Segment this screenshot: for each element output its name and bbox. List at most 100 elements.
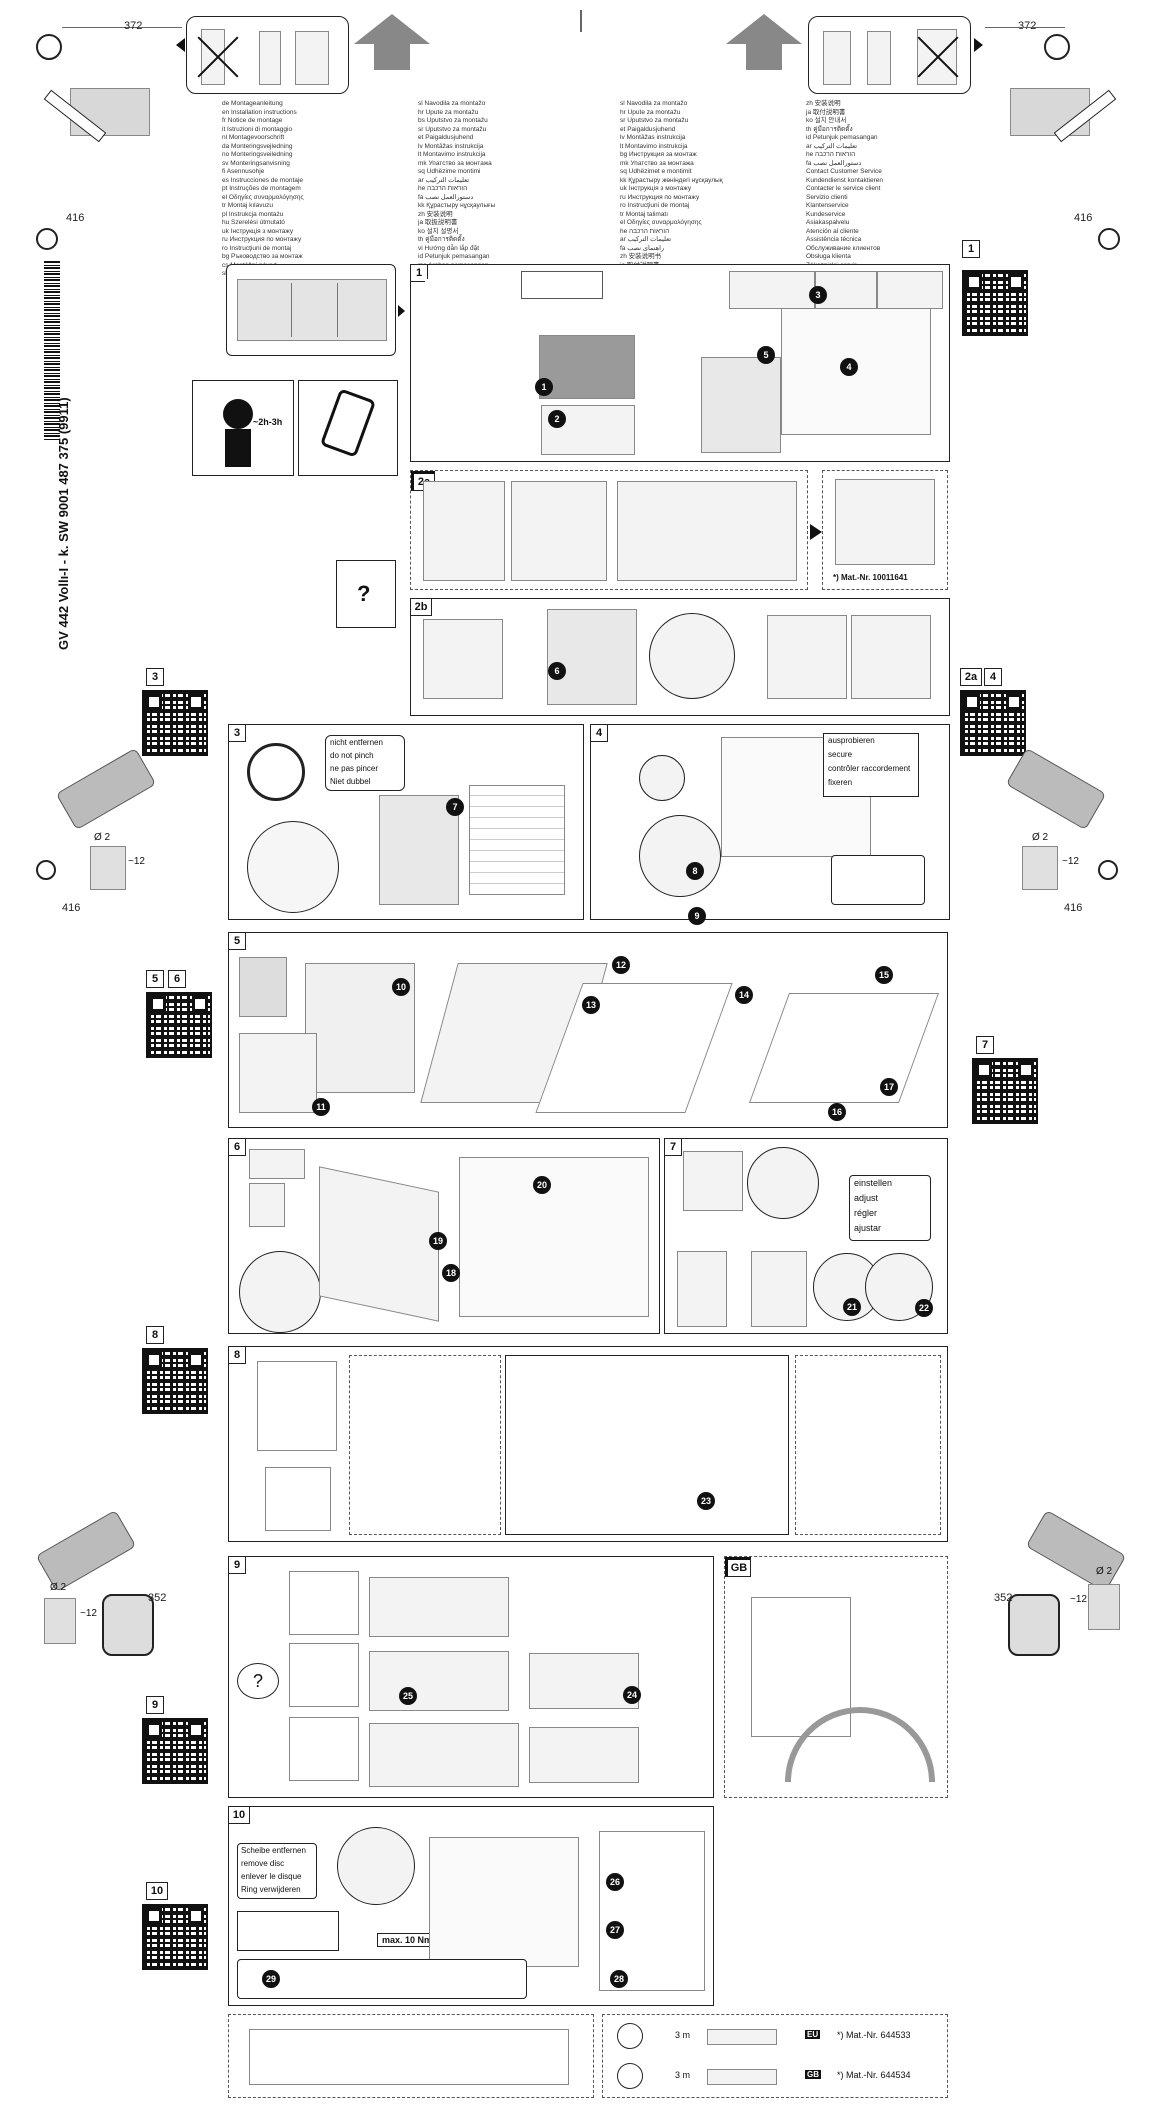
step-marker-17: 17 xyxy=(880,1078,898,1096)
language-entry: vi Hướng dẫn lắp đặt xyxy=(418,244,480,252)
pictogram-top-left xyxy=(186,16,349,94)
language-entry: fa راهنمای نصب xyxy=(620,244,665,252)
panel-step-2b: 2b xyxy=(410,598,950,716)
step-marker-12: 12 xyxy=(612,956,630,974)
drill-icon-lower-right xyxy=(1025,1509,1127,1593)
language-entry: tr Montaj talimatı xyxy=(620,210,669,218)
qr-code-10[interactable] xyxy=(142,1904,208,1970)
crosshair-top-left xyxy=(36,34,62,60)
cabinet-sketch-10 xyxy=(429,1837,579,1967)
adjust-box: einstellen adjust régler ajustar xyxy=(849,1175,931,1241)
panel-number: 3 xyxy=(229,725,246,742)
language-entry: sq Udhëzime montimi xyxy=(418,168,481,175)
qr-code-8[interactable] xyxy=(142,1348,208,1414)
zoom-circle-6 xyxy=(239,1251,321,1333)
qr-tag-2a: 2a xyxy=(960,668,982,686)
dishwasher-sketch-6 xyxy=(459,1157,649,1317)
dim-top-right: 372 xyxy=(1018,20,1037,32)
language-entry: bs Uputstvo za montažu xyxy=(418,117,488,124)
hose-arc xyxy=(785,1707,935,1782)
language-entry: hu Szerelési útmutató xyxy=(222,219,285,226)
mobile-qr-icon xyxy=(298,380,398,476)
qr-code-5-6[interactable] xyxy=(146,992,212,1058)
panel-number: 5 xyxy=(229,933,246,950)
step-marker-22: 22 xyxy=(915,1299,933,1317)
language-entry: sl Navodila za montažo xyxy=(620,100,688,107)
niche-sketch-3 xyxy=(617,481,797,581)
step-marker-27: 27 xyxy=(606,1921,624,1939)
rail-2 xyxy=(369,1651,509,1711)
drill-icon-left xyxy=(55,747,157,831)
language-entry: sr Uputstvo za montažu xyxy=(620,117,689,124)
zoom-circle-4b xyxy=(639,815,721,897)
accessory-box: 3 m EU *) Mat.-Nr. 644533 3 m GB *) Mat.… xyxy=(602,2014,948,2098)
language-entry: mk Упатство за монтажа xyxy=(418,159,492,167)
step-marker-13: 13 xyxy=(582,996,600,1014)
step-marker-8: 8 xyxy=(686,862,704,880)
language-entry: hr Upute za montažu xyxy=(620,108,681,116)
language-entry: sr Uputstvo za montažu xyxy=(418,125,487,133)
dim-lower-left: 352 xyxy=(148,1592,167,1604)
language-entry: sq Udhëzimet e montimit xyxy=(620,168,692,175)
profile-sketch-1 xyxy=(259,31,281,85)
language-entry: fa دستورالعمل نصب xyxy=(806,159,862,167)
step-marker-28: 28 xyxy=(610,1970,628,1988)
profile-sketch-2 xyxy=(295,31,329,85)
language-entry: da Monteringsvejledning xyxy=(222,142,293,150)
qr-code-4[interactable] xyxy=(960,690,1026,756)
qr-code-3[interactable] xyxy=(142,690,208,756)
code-eu: EU xyxy=(805,2030,821,2039)
dishwasher-sketch xyxy=(701,357,781,453)
hose-gb-sketch xyxy=(707,2069,777,2085)
language-entry: he הוראות הרכבה xyxy=(620,227,670,235)
language-entry: ja 取付説明書 xyxy=(806,108,846,116)
lower-depth-left xyxy=(44,1598,76,1644)
hose-extension-sketch xyxy=(249,2029,569,2085)
pictogram-top-right xyxy=(808,16,971,94)
language-entry: es Instrucciones de montaje xyxy=(222,176,303,184)
qr-code-1[interactable] xyxy=(962,270,1028,336)
dishwasher-sketch-2 xyxy=(547,609,637,705)
niche-sketch-1 xyxy=(423,481,505,581)
qr-code-9[interactable] xyxy=(142,1718,208,1784)
language-entry: ar تعليمات التركيب xyxy=(806,142,858,150)
language-entry: kk Құрастыру нұсқаулығы xyxy=(418,202,496,209)
language-entry: ar تعليمات التركيب xyxy=(418,176,470,184)
panel-step-9: 9 ? xyxy=(228,1556,714,1798)
dim-line xyxy=(62,27,182,28)
frame-front xyxy=(265,1467,331,1531)
language-entry: bg Ръководство за монтаж xyxy=(222,253,303,260)
check-detail xyxy=(729,271,815,309)
dim-lower-right: 352 xyxy=(994,1592,1013,1604)
arrow-right-icon-2 xyxy=(810,524,822,540)
qr-tag-10: 10 xyxy=(146,1882,168,1900)
hose-eu-sketch xyxy=(707,2029,777,2045)
crosshair-drill-right xyxy=(1098,860,1118,880)
mat-eu: *) Mat.-Nr. 644533 xyxy=(837,2030,911,2040)
qr-code-7[interactable] xyxy=(972,1058,1038,1124)
triangle-left-arrow-icon xyxy=(176,38,185,52)
language-entry: Klantenservice xyxy=(806,202,849,209)
step-marker-7: 7 xyxy=(446,798,464,816)
language-entry: th คู่มือการติดตั้ง xyxy=(806,125,853,133)
detail-7c xyxy=(751,1251,807,1327)
language-entry: ar تعليمات التركيب xyxy=(620,236,672,243)
step-marker-6: 6 xyxy=(548,662,566,680)
language-entry: lv Montāžas instrukcija xyxy=(418,142,484,150)
lower-depth-right-label: ~12 xyxy=(1070,1594,1087,1605)
step-marker-25: 25 xyxy=(399,1687,417,1705)
panel-number: 4 xyxy=(591,725,608,742)
socket-eu-icon xyxy=(617,2023,643,2049)
info-box-4: ausprobieren secure contrôler raccordeme… xyxy=(823,733,919,797)
dim-mid-right: 416 xyxy=(1074,212,1093,224)
language-entry: pt Instruções de montagem xyxy=(222,185,301,192)
barcode xyxy=(44,260,60,440)
fitter-tools-icon: ~2h-3h xyxy=(192,380,294,476)
drill-depth-left xyxy=(90,846,126,890)
crosshair-mid-left xyxy=(36,228,58,250)
language-entry: zh 安装说明 xyxy=(806,100,841,107)
variant-2 xyxy=(289,1643,359,1707)
qr-tag-6: 6 xyxy=(168,970,186,988)
step-marker-1: 1 xyxy=(535,378,553,396)
